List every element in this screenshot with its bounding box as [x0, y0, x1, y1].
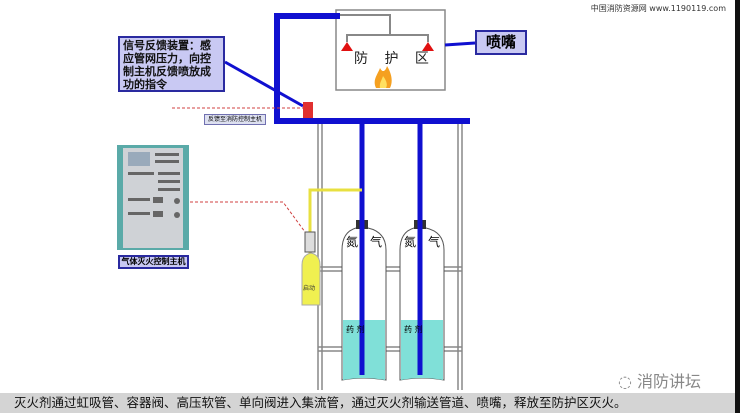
nozzle-icon — [422, 42, 434, 51]
signal-device-note: 信号反馈装置：感应管网压力，向控制主机反馈喷放成功的指令 — [118, 36, 225, 92]
nozzle-icon — [341, 42, 353, 51]
controller-label: 气体灭火控制主机 — [118, 255, 189, 269]
agent-cylinder — [399, 121, 445, 381]
cylinder-gas-label: 氮 气 — [404, 234, 440, 249]
watermark-text: 消防讲坛 — [637, 372, 702, 391]
protection-zone-label: 防 护 区 — [354, 51, 435, 67]
pressure-switch — [303, 102, 313, 118]
feedback-label: 反馈至消防控制主机 — [204, 114, 266, 125]
source-label: 中国消防资源网 www.1190119.com — [590, 4, 726, 13]
fire-control-panel[interactable] — [117, 145, 189, 250]
nozzle-label: 喷嘴 — [475, 30, 527, 55]
wechat-icon: ◌ — [618, 372, 638, 391]
cylinder-gas-label: 氮 气 — [346, 234, 382, 249]
fire-icon — [374, 66, 392, 88]
cylinder-liquid-label: 药 剂 — [404, 324, 423, 334]
watermark: ◌ 消防讲坛 — [618, 368, 701, 392]
pilot-cylinder — [301, 252, 321, 306]
pilot-cylinder-label: 启动 — [303, 284, 315, 292]
cylinder-liquid-label: 药 剂 — [346, 324, 365, 334]
caption: 灭火剂通过虹吸管、容器阀、高压软管、单向阀进入集流管，通过灭火剂输送管道、喷嘴，… — [0, 393, 735, 413]
agent-cylinder — [341, 121, 387, 381]
